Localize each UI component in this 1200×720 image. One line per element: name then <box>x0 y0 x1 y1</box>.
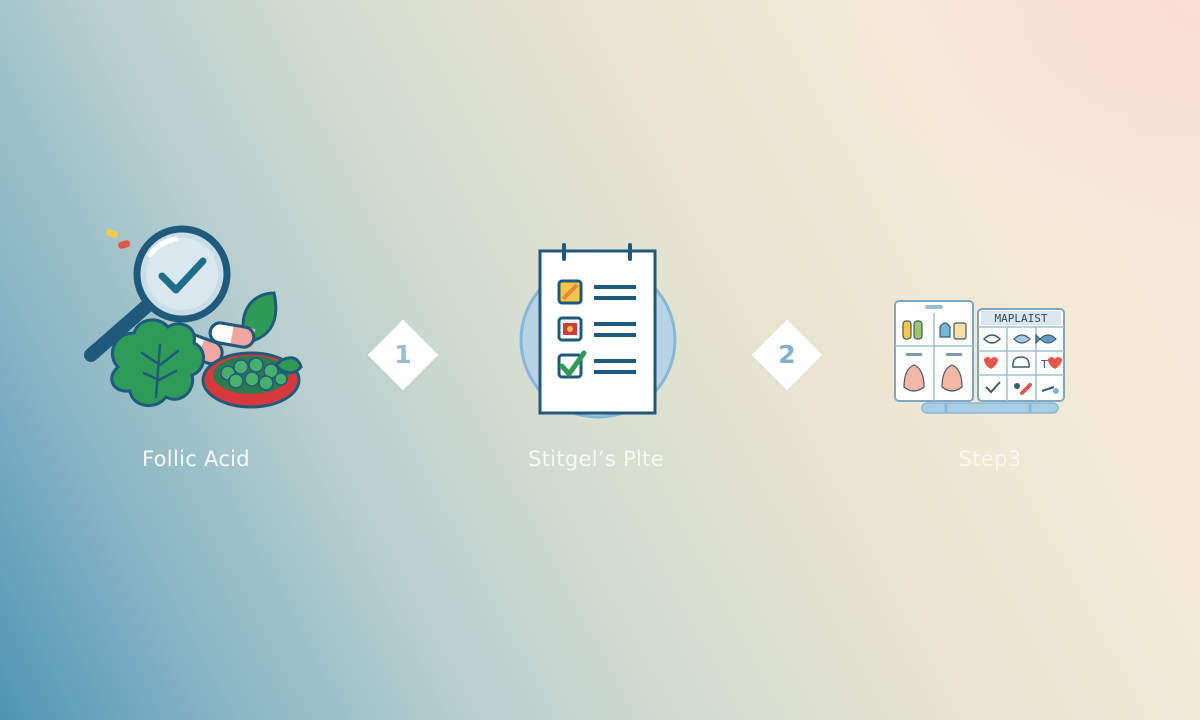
step-2: Stitgel’s Plte <box>476 215 716 475</box>
magnifier-vegetables-icon <box>84 225 303 409</box>
step-number: 2 <box>778 340 796 369</box>
step-label: Follic Acid <box>142 447 250 471</box>
meal-board-title: MAPLAIST <box>995 312 1048 325</box>
svg-text:T: T <box>1040 358 1048 371</box>
step-connector-2: 2 <box>751 319 823 391</box>
step-number: 1 <box>394 340 412 369</box>
checklist-clipboard-icon <box>519 243 677 419</box>
step-connector-1: 1 <box>367 319 439 391</box>
step-label: Step3 <box>958 447 1022 471</box>
meal-plan-board-icon: MAPLAIST T <box>894 300 1065 414</box>
step-label: Stitgel’s Plte <box>528 447 664 471</box>
step-1: Follic Acid <box>76 215 316 475</box>
step-3: MAPLAIST T Step3 <box>870 215 1110 475</box>
